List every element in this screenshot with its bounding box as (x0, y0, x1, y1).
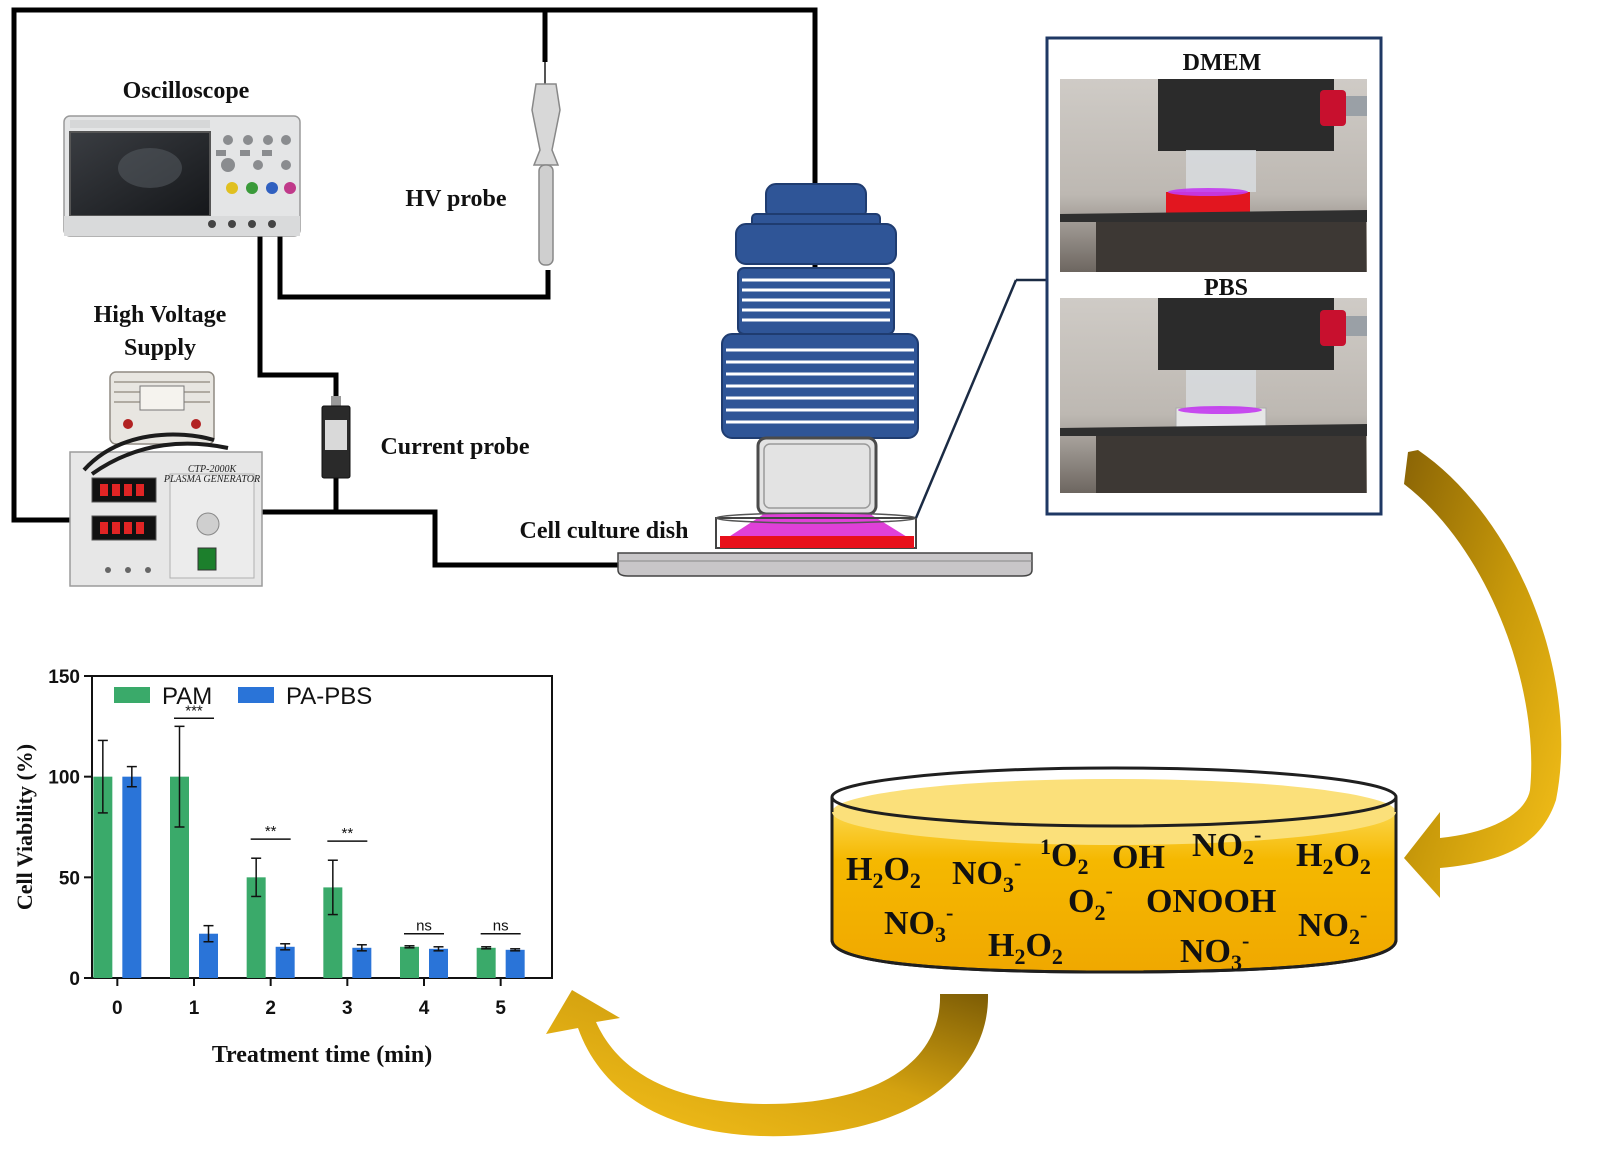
chart-axes: 0 50 100 150 0 1 2 3 4 5 (48, 667, 553, 1019)
hv-probe-label: HV probe (405, 186, 506, 212)
significance-label: ns (416, 918, 432, 935)
species-label: NO2- (1192, 822, 1261, 869)
x-tick-label: 0 (112, 998, 123, 1019)
y-tick-label: 50 (59, 868, 80, 889)
photo-label-pbs: PBS (1204, 275, 1248, 301)
species-label: OH (1112, 839, 1165, 876)
species-label: NO2- (1298, 902, 1367, 949)
hv-probe: HV probe (405, 62, 561, 266)
plasma-plume (724, 514, 912, 540)
flow-arrow-right (1404, 450, 1562, 898)
oscilloscope-knobs (216, 135, 296, 194)
upper-coil-stripes (742, 278, 890, 322)
species-label: H2O2 (988, 927, 1063, 969)
chart-frame (91, 675, 553, 979)
x-tick-label: 5 (495, 998, 506, 1019)
significance-label: *** (185, 702, 203, 719)
legend-label-pa-pbs: PA-PBS (286, 683, 372, 710)
bar-pa-pbs-3 (352, 947, 372, 978)
x-tick-label: 4 (419, 998, 430, 1019)
flow-arrow-bottom (546, 990, 989, 1137)
significance-label: ** (265, 823, 277, 840)
current-probe: Current probe (321, 396, 530, 479)
species-label: H2O2 (1296, 837, 1371, 879)
generator-model-text: CTP-2000K (188, 464, 238, 475)
bar-pam-4 (400, 946, 419, 978)
wire-current-probe (257, 232, 339, 398)
wire-ground (262, 478, 339, 515)
plasma-jet-device: Cell culture dish (520, 183, 1033, 577)
y-tick-label: 0 (69, 969, 80, 990)
bar-pam-3 (323, 887, 343, 978)
culture-medium (720, 536, 914, 548)
bar-pa-pbs-5 (505, 949, 525, 978)
species-label: ONOOH (1146, 883, 1276, 920)
y-tick-label: 150 (48, 667, 80, 688)
species-label: NO3- (1180, 928, 1249, 975)
species-label: O2- (1068, 878, 1113, 925)
chart-error-bars (97, 725, 521, 952)
error-bar-pa-pbs-3 (356, 944, 367, 952)
legend-label-pam: PAM (162, 683, 212, 710)
error-bar-pam-4 (404, 945, 415, 949)
bar-pa-pbs-2 (275, 946, 295, 978)
chart-bars (93, 776, 525, 978)
chart-x-axis-label: Treatment time (min) (212, 1042, 432, 1068)
species-label: H2O2 (846, 851, 921, 893)
error-bar-pam-2 (251, 857, 262, 898)
significance-label: ns (493, 918, 509, 935)
x-tick-label: 3 (342, 998, 353, 1019)
bar-pa-pbs-1 (199, 933, 218, 978)
error-bar-pam-3 (327, 859, 338, 916)
wire-dish-ground (336, 509, 620, 568)
photo-dmem (1060, 79, 1367, 272)
bar-pa-pbs-4 (429, 948, 448, 978)
legend-swatch-pa-pbs (238, 687, 274, 703)
photo-label-dmem: DMEM (1183, 50, 1262, 76)
cell-culture-dish-label: Cell culture dish (520, 518, 689, 544)
error-bar-pa-pbs-2 (280, 943, 291, 951)
photo-pbs (1060, 298, 1367, 493)
error-bar-pam-1 (174, 725, 185, 828)
y-tick-label: 100 (48, 768, 80, 789)
stage-plate (617, 552, 1033, 577)
error-bar-pam-5 (481, 946, 492, 950)
current-probe-label: Current probe (380, 434, 529, 460)
oscilloscope-label: Oscilloscope (123, 78, 250, 104)
photo-panel: DMEM PBS (1045, 36, 1383, 516)
error-bar-pa-pbs-1 (203, 924, 214, 943)
species-label: NO3- (884, 900, 953, 947)
bar-pa-pbs-0 (122, 776, 142, 978)
significance-label: ** (341, 825, 353, 842)
generator-name-text: PLASMA GENERATOR (163, 474, 260, 485)
species-label: 1O2 (1040, 834, 1088, 879)
hv-supply-label-line1: High Voltage (94, 302, 227, 328)
wire-outer-loop (11, 7, 548, 523)
error-bar-pa-pbs-5 (510, 948, 521, 952)
bar-pam-0 (93, 776, 113, 978)
chart-legend: PAM PA-PBS (114, 683, 372, 710)
bar-pam-2 (246, 877, 266, 978)
hv-supply-label-line2: Supply (124, 335, 196, 361)
error-bar-pam-0 (97, 739, 108, 814)
legend-swatch-pam (114, 687, 150, 703)
chart-y-axis-label: Cell Viability (%) (12, 744, 37, 910)
error-bar-pa-pbs-0 (126, 765, 137, 788)
lower-coil-stripes (726, 348, 914, 424)
wire-hv-probe-return (277, 232, 551, 300)
species-label: NO3- (952, 850, 1021, 897)
zoom-connector (914, 278, 1062, 519)
bar-pam-5 (476, 947, 496, 978)
oscilloscope-device: Oscilloscope (63, 78, 301, 237)
x-tick-label: 2 (265, 998, 276, 1019)
error-bar-pa-pbs-4 (433, 946, 444, 952)
high-voltage-supply: High Voltage Supply CTP-2000K PLASMA GEN… (69, 302, 263, 587)
x-tick-label: 1 (189, 998, 200, 1019)
